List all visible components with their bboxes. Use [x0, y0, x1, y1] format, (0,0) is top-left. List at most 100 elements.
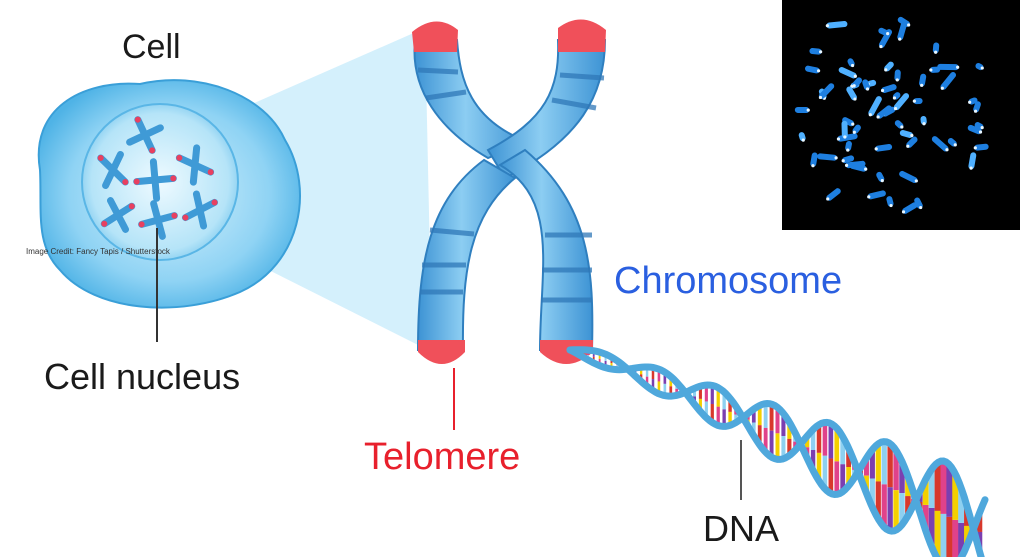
micrograph-chromosome	[967, 124, 982, 135]
micrograph-chromosome	[968, 152, 977, 170]
micrograph-telomere-signal	[956, 65, 960, 69]
micrograph-chromosome	[894, 69, 901, 81]
micrograph-telomere-signal	[919, 205, 923, 210]
micrograph-chromosome	[804, 65, 820, 74]
micrograph-telomere-signal	[978, 130, 983, 134]
micrograph-telomere-signal	[850, 63, 855, 68]
micrograph-telomere-signal	[914, 179, 918, 183]
micrograph-telomere-signal	[893, 107, 898, 111]
cell-illustration	[37, 79, 301, 342]
micrograph-chromosome	[838, 67, 857, 79]
micrograph-telomere-signal	[836, 137, 841, 141]
micrograph-chromosome	[875, 144, 893, 152]
chromosome-micrograph	[782, 0, 1020, 230]
micrograph-chromosome	[975, 63, 984, 71]
micrograph-chromosome	[914, 197, 923, 209]
micrograph-telomere-signal	[953, 143, 957, 147]
micrograph-telomere-signal	[929, 68, 933, 72]
micrograph-telomere-signal	[934, 50, 938, 54]
micrograph-telomere-signal	[880, 179, 884, 183]
micrograph-chromosome	[973, 101, 981, 113]
micrograph-chromosome	[876, 105, 892, 119]
micrograph-telomere-signal	[826, 197, 830, 201]
telomere-label: Telomere	[364, 436, 521, 478]
micrograph-telomere-signal	[880, 88, 885, 93]
micrograph-chromosome	[817, 153, 838, 161]
micrograph-telomere-signal	[980, 66, 984, 70]
micrograph-chromosome	[868, 96, 882, 117]
dna-backbone-strand-b	[566, 346, 985, 557]
telomere-cap-bottom-left	[418, 340, 465, 364]
micrograph-telomere-signal	[884, 68, 888, 72]
micrograph-chromosome	[920, 116, 927, 125]
micrograph-telomere-signal	[867, 195, 871, 199]
micrograph-chromosome	[826, 21, 848, 29]
micrograph-telomere-signal	[906, 144, 910, 148]
micrograph-telomere-signal	[825, 24, 829, 28]
micrograph-chromosome	[862, 79, 870, 91]
micrograph-telomere-signal	[819, 50, 823, 54]
telomere-cap-top-right	[558, 19, 606, 52]
micrograph-telomere-signal	[886, 32, 890, 36]
micrograph-telomere-signal	[910, 133, 914, 138]
micrograph-chromosome	[841, 120, 848, 138]
chromosome-label: Chromosome	[614, 260, 843, 302]
micrograph-chromosome	[899, 129, 913, 138]
micrograph-telomere-signal	[846, 148, 850, 152]
micrograph-chromosome	[867, 190, 886, 200]
micrograph-chromosome	[947, 138, 957, 147]
micrograph-chromosome	[876, 171, 885, 182]
micrograph-telomere-signal	[853, 74, 857, 78]
micrograph-chromosome	[906, 136, 918, 148]
micrograph-chromosome	[902, 202, 918, 214]
micrograph-telomere-signal	[945, 148, 949, 152]
micrograph-telomere-signal	[892, 96, 897, 100]
micrograph-chromosome	[937, 63, 959, 71]
micrograph-chromosome	[932, 42, 940, 54]
micrograph-telomere-signal	[864, 167, 868, 171]
micrograph-telomere-signal	[865, 87, 870, 91]
chromosome-illustration	[412, 19, 607, 430]
micrograph-telomere-signal	[841, 159, 845, 163]
cell-label: Cell	[122, 28, 181, 66]
micrograph-telomere-signal	[853, 97, 857, 101]
image-credit: Image Credit: Fancy Tapis / Shutterstock	[26, 247, 170, 256]
dna-label: DNA	[703, 508, 780, 549]
micrograph-telomere-signal	[898, 37, 902, 41]
micrograph-chromosome	[974, 143, 989, 151]
dna-double-helix	[566, 346, 989, 557]
micrograph-chromosome	[794, 106, 810, 114]
micrograph-telomere-signal	[811, 164, 815, 168]
micrograph-telomere-signal	[922, 122, 926, 126]
micrograph-telomere-signal	[895, 78, 899, 82]
micrograph-chromosome	[826, 188, 841, 201]
micrograph-telomere-signal	[879, 44, 883, 49]
chromosome-arm-right-upper	[486, 39, 607, 180]
cell-nucleus-label: Cell nucleus	[44, 356, 241, 397]
nucleus-chromosomes	[97, 116, 219, 240]
micrograph-telomere-signal	[852, 130, 856, 134]
micrograph-telomere-signal	[968, 100, 972, 104]
micrograph-telomere-signal	[920, 83, 924, 87]
micrograph-telomere-signal	[834, 156, 838, 160]
micrograph-telomere-signal	[868, 113, 872, 117]
micrograph-telomere-signal	[889, 203, 893, 208]
micrograph-telomere-signal	[973, 146, 977, 150]
micrograph-telomere-signal	[806, 108, 810, 112]
micrograph-chromosome	[842, 155, 855, 164]
micrograph-chromosome	[845, 160, 866, 169]
micrograph-chromosome	[931, 136, 949, 152]
micrograph-telomere-signal	[844, 163, 849, 167]
micrograph-chromosome	[881, 84, 897, 93]
micrograph-chromosome	[846, 86, 857, 101]
micrograph-telomere-signal	[969, 166, 973, 170]
micrograph-telomere-signal	[912, 99, 916, 103]
micrograph-chromosome	[809, 48, 822, 55]
micrograph-telomere-signal	[907, 23, 911, 27]
micrograph-chromosome	[810, 152, 818, 167]
micrograph-telomere-signal	[852, 84, 856, 88]
micrograph-telomere-signal	[876, 115, 880, 119]
micrograph-chromosome	[842, 117, 854, 127]
telomere-cap-top-left	[412, 21, 458, 52]
micrograph-chromosome	[886, 196, 894, 207]
